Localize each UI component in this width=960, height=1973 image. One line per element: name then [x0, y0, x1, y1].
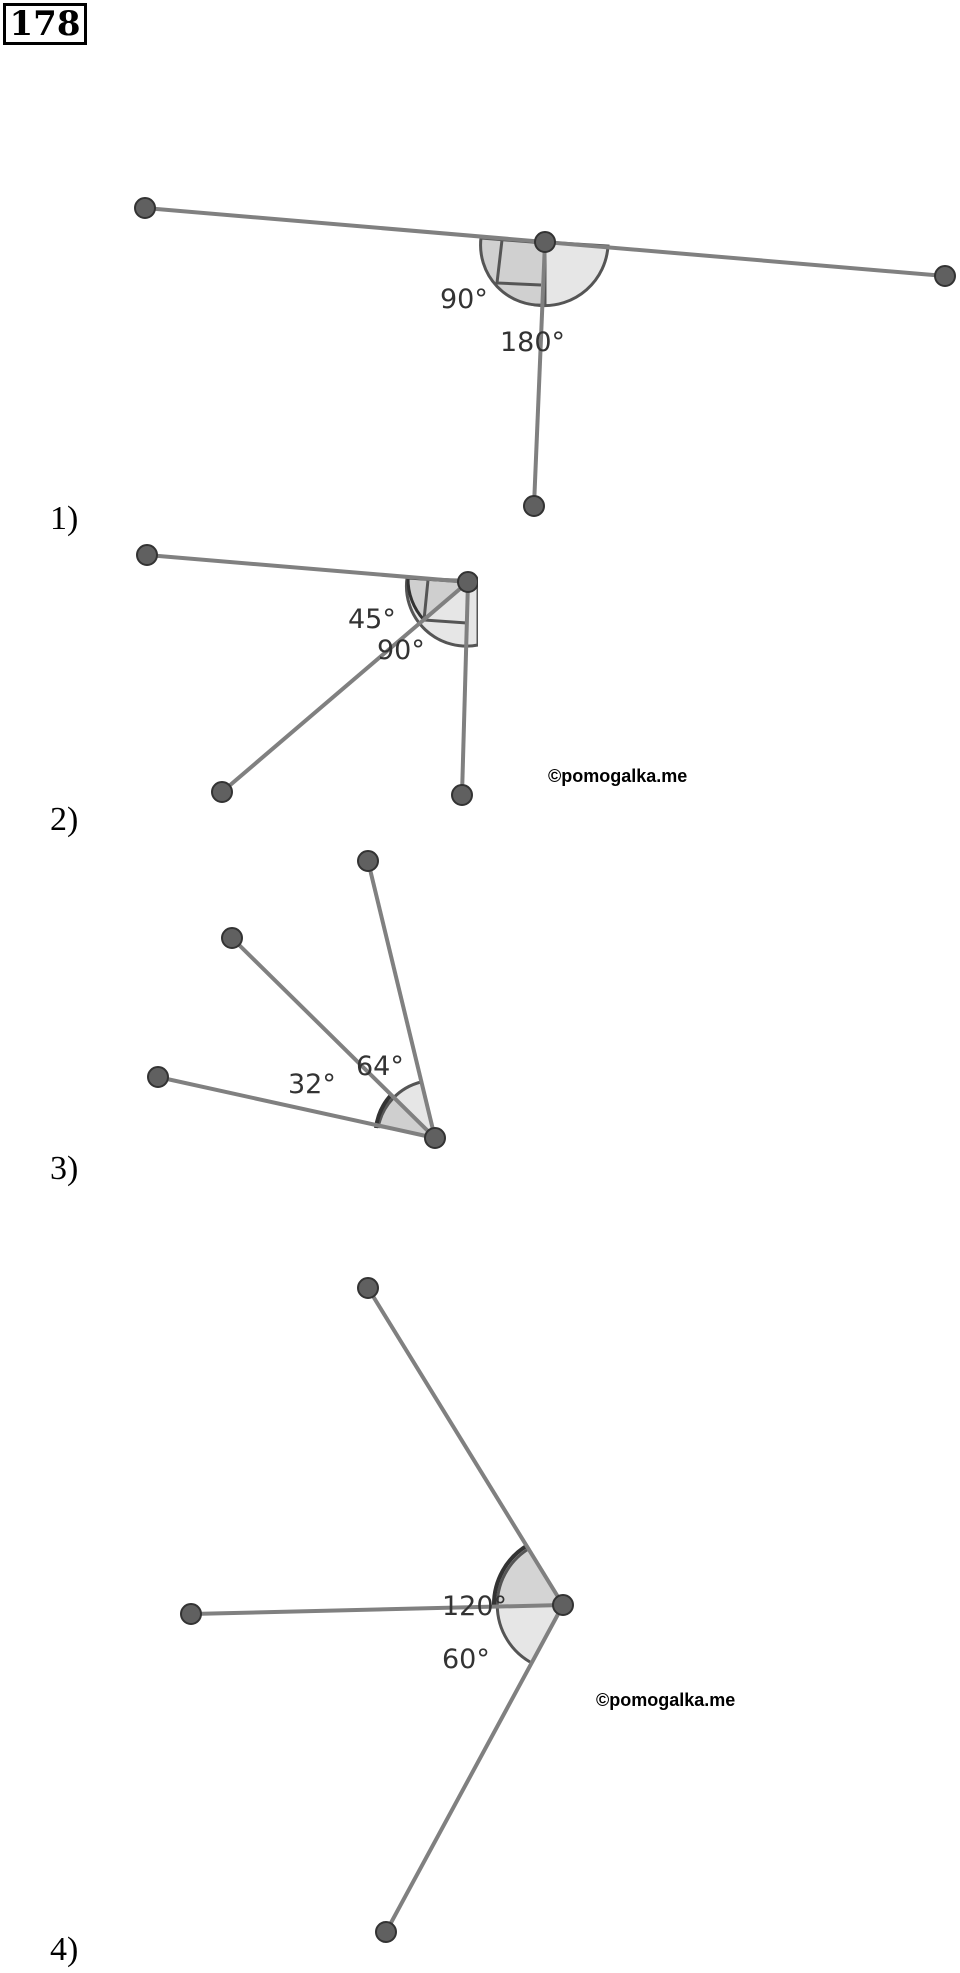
- ray-down: [460, 581, 470, 796]
- ray-left: [146, 553, 469, 584]
- part-label-4: 4): [50, 1931, 79, 1968]
- part-label-2: 2): [50, 801, 79, 838]
- vertex-point: [534, 231, 556, 253]
- point-middle: [221, 927, 243, 949]
- point-right: [934, 265, 956, 287]
- point-diagonal: [211, 781, 233, 803]
- ray-left: [144, 206, 546, 244]
- ray-low: [157, 1075, 436, 1140]
- diagram-part-4: 120° 60°: [180, 1277, 574, 1943]
- ray-left: [190, 1603, 564, 1616]
- diagram-part-1: 90° 180°: [134, 197, 956, 517]
- angle-90-sector: [479, 236, 547, 307]
- diagram-part-2: 45° 90°: [136, 544, 518, 806]
- ray-diagonal: [220, 580, 470, 794]
- point-upper: [357, 1277, 379, 1299]
- angle-label-120: 120°: [442, 1591, 507, 1622]
- part-label-3: 3): [50, 1150, 79, 1187]
- ray-down: [532, 241, 547, 507]
- point-left: [180, 1603, 202, 1625]
- vertex-point: [552, 1594, 574, 1616]
- point-left: [136, 544, 158, 566]
- angle-label-45: 45°: [348, 604, 396, 635]
- ray-lower: [384, 1604, 565, 1933]
- ray-middle: [230, 936, 437, 1140]
- angle-label-180: 180°: [500, 327, 565, 358]
- angle-label-90: 90°: [440, 284, 488, 315]
- point-lower: [375, 1921, 397, 1943]
- ray-upper: [366, 1286, 565, 1607]
- crop-mask: [478, 560, 518, 660]
- point-high: [357, 850, 379, 872]
- part-label-1: 1): [50, 500, 79, 537]
- ray-right: [544, 240, 946, 278]
- vertex-point: [424, 1127, 446, 1149]
- problem-number: 178: [3, 3, 87, 45]
- vertex-point: [457, 571, 479, 593]
- angle-label-64: 64°: [356, 1051, 404, 1082]
- point-bottom: [451, 784, 473, 806]
- right-angle-marker: [495, 239, 542, 287]
- ray-high: [366, 860, 437, 1139]
- watermark-1: ©pomogalka.me: [548, 766, 688, 786]
- point-low: [147, 1066, 169, 1088]
- angle-label-60: 60°: [442, 1644, 490, 1675]
- point-bottom: [523, 495, 545, 517]
- point-left: [134, 197, 156, 219]
- angle-60-arc: [491, 1543, 530, 1607]
- angle-label-90: 90°: [377, 635, 425, 666]
- diagram-part-3: 32° 64°: [147, 850, 446, 1149]
- angle-label-32: 32°: [288, 1069, 336, 1100]
- watermark-2: ©pomogalka.me: [596, 1690, 736, 1710]
